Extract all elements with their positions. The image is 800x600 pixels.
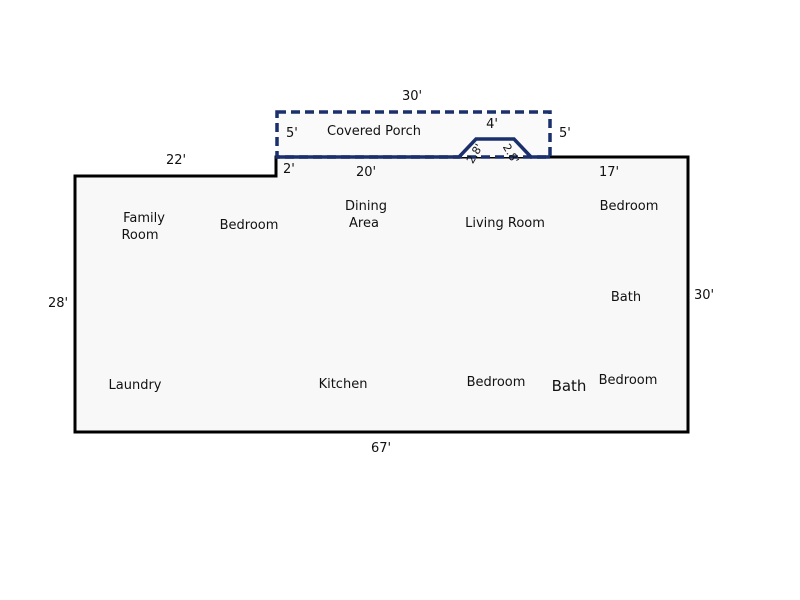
dim-porch-right: 5' — [559, 126, 571, 141]
label-dining-2: Area — [349, 216, 379, 231]
label-bedroom-4: Bedroom — [598, 373, 658, 388]
dim-bay-top: 4' — [486, 117, 498, 132]
dim-left-top: 22' — [165, 153, 187, 168]
dim-left-side: 28' — [48, 296, 69, 311]
dim-right-side: 30' — [694, 288, 715, 303]
label-covered-porch: Covered Porch — [327, 124, 421, 139]
dim-porch-top: 30' — [401, 89, 423, 104]
label-bath-2: Bath — [551, 377, 587, 395]
label-bedroom-2: Bedroom — [599, 199, 659, 214]
label-family-room-1: Family — [123, 211, 165, 226]
dim-right-top: 17' — [598, 165, 620, 180]
dim-porch-bottom: 20' — [355, 165, 377, 180]
label-kitchen: Kitchen — [318, 377, 368, 392]
house-outline — [73, 155, 690, 434]
bay-window — [277, 137, 550, 159]
dim-porch-left: 5' — [286, 126, 298, 141]
dim-step: 2' — [283, 162, 295, 177]
label-bath-1: Bath — [610, 290, 642, 305]
label-laundry: Laundry — [108, 378, 162, 393]
label-family-room-2: Room — [121, 228, 159, 243]
label-bedroom-3: Bedroom — [466, 375, 526, 390]
dim-bottom: 67' — [370, 441, 392, 456]
label-living-room: Living Room — [465, 216, 545, 231]
label-dining-1: Dining — [345, 199, 387, 214]
label-bedroom-1: Bedroom — [219, 218, 279, 233]
